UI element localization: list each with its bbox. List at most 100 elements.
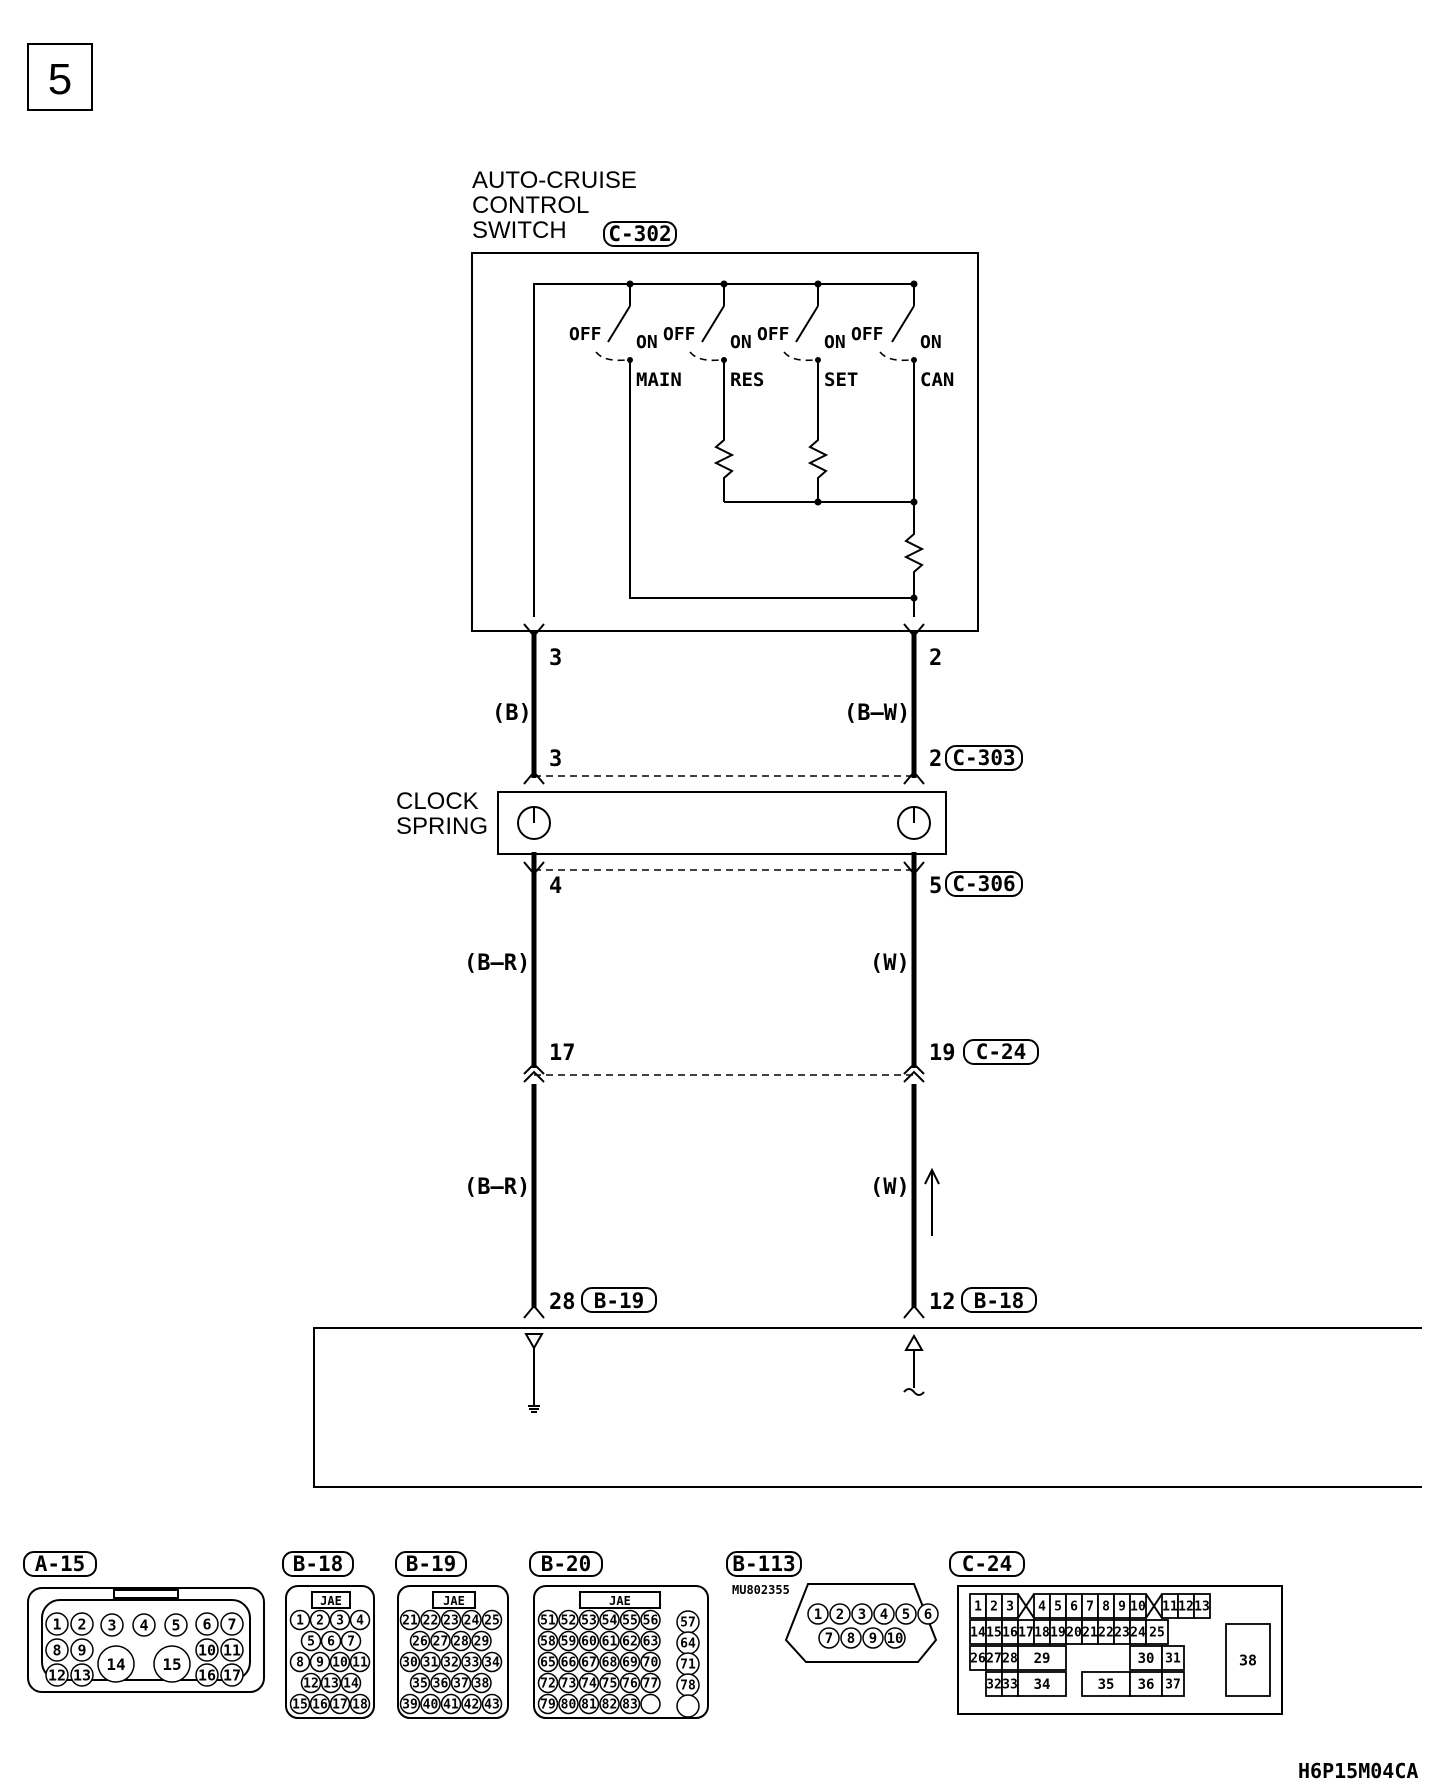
connector-pin-label: 17 <box>223 1666 241 1684</box>
connector-pin <box>599 1693 620 1715</box>
connector-pin <box>420 1693 441 1715</box>
connector-pin-label: 11 <box>352 1656 368 1671</box>
connector-pin <box>619 1630 641 1652</box>
connector-pin-label: 52 <box>561 1614 577 1629</box>
connector-pin-label: 72 <box>540 1677 556 1692</box>
connector-pin-label: 31 <box>423 1656 439 1671</box>
connector-pin <box>164 1613 188 1637</box>
connector-pin <box>97 1645 135 1683</box>
connector-pin <box>578 1693 600 1715</box>
connector-pin-label: 1 <box>296 1614 304 1629</box>
connector-pin-label: 33 <box>1002 1678 1018 1693</box>
connector-pin <box>619 1651 641 1673</box>
connector-dashes <box>534 775 914 1076</box>
connector-pin <box>599 1651 620 1673</box>
on-label-res: ON <box>730 332 752 353</box>
connector-pin-label: 76 <box>622 1677 638 1692</box>
right-pin-switch: 2 <box>929 646 942 671</box>
connector-pin-label: 7 <box>825 1631 833 1647</box>
connector-note-b20: JAE <box>609 1594 631 1608</box>
connector-pin-label: 65 <box>540 1656 556 1671</box>
connector-pin-label: 28 <box>1002 1652 1018 1667</box>
connector-pin-label: 77 <box>643 1677 659 1692</box>
connector-pin-label: 13 <box>1194 1600 1210 1615</box>
connector-pin <box>599 1672 620 1694</box>
connector-pin <box>309 1651 331 1673</box>
connector-pin-label: 15 <box>292 1698 308 1713</box>
connector-cavity <box>1193 1593 1211 1619</box>
connector-pin-label: 32 <box>443 1656 459 1671</box>
connector-pin <box>420 1651 441 1673</box>
left-wire-color-1: (B) <box>492 701 532 726</box>
connector-pin <box>320 1630 342 1652</box>
connector-pin <box>430 1672 451 1694</box>
connector-pin-label: 55 <box>622 1614 638 1629</box>
connector-pin-label: 4 <box>356 1614 364 1629</box>
connector-note-b18: JAE <box>320 1594 342 1608</box>
switch-connector-label: C-302 <box>608 222 671 246</box>
off-label-res: OFF <box>663 324 696 345</box>
connector-pin-label: 26 <box>970 1652 986 1667</box>
connector-pin-label: 1 <box>814 1607 822 1623</box>
left-pin-clock-out: 4 <box>549 874 562 899</box>
right-pin-ecu: 12 <box>929 1290 956 1315</box>
switch-title-line-2: CONTROL <box>472 192 589 219</box>
connector-pin <box>399 1693 421 1715</box>
connector-pin <box>481 1693 503 1715</box>
connector-cavity <box>1017 1645 1067 1671</box>
connector-pin-label: 12 <box>48 1666 66 1684</box>
connector-pin-label: 37 <box>1165 1678 1181 1693</box>
connector-pin <box>409 1672 431 1694</box>
left-ecu-connector-frame <box>581 1287 657 1313</box>
connector-pin <box>640 1651 661 1673</box>
connector-pin <box>45 1612 69 1636</box>
connector-note-b113: MU802355 <box>732 1583 790 1597</box>
connector-pin-label: 26 <box>412 1635 428 1650</box>
connector-pin <box>329 1693 351 1715</box>
connector-cavity <box>1081 1671 1131 1697</box>
c303-connector-label: C-303 <box>952 746 1015 770</box>
main-wires <box>523 623 925 1319</box>
connector-pin-label: 17 <box>332 1698 348 1713</box>
connector-pin <box>70 1663 94 1687</box>
connector-pin-label: 24 <box>464 1614 480 1629</box>
connector-pin <box>70 1638 94 1662</box>
connector-pin-label: 1 <box>52 1615 61 1633</box>
function-main: MAIN <box>636 369 682 391</box>
connector-pin-label: 29 <box>1034 1651 1051 1667</box>
connector-pin-label: 11 <box>223 1641 241 1659</box>
connector-pin-label: 13 <box>73 1666 91 1684</box>
connector-pin <box>558 1672 579 1694</box>
connector-pin-label: 3 <box>858 1607 866 1623</box>
off-label-main: OFF <box>569 324 602 345</box>
connector-pin-label: 24 <box>1130 1626 1146 1641</box>
connector-cavity <box>1001 1593 1019 1619</box>
connector-pin <box>558 1630 579 1652</box>
connector-pin <box>195 1612 219 1636</box>
right-circuit-labels: 2 (B–W) 2 C-303 5 C-306 (W) 19 C-24 (W) … <box>844 646 1039 1315</box>
connector-pin <box>873 1603 895 1625</box>
c303-connector-frame <box>945 745 1023 771</box>
connector-pin <box>420 1609 441 1631</box>
connector-pin <box>558 1609 579 1631</box>
connector-pin <box>440 1651 462 1673</box>
connector-pin <box>862 1627 884 1649</box>
connector-pin <box>578 1609 600 1631</box>
connector-pin-label: 22 <box>423 1614 439 1629</box>
connector-pin <box>619 1672 641 1694</box>
connector-pin <box>45 1638 69 1662</box>
connector-pin <box>440 1693 462 1715</box>
connector-pin <box>640 1630 661 1652</box>
connector-pin-label: 3 <box>1006 1600 1014 1615</box>
connector-pin-label: 43 <box>484 1698 500 1713</box>
connector-pin-label: 34 <box>484 1656 500 1671</box>
connector-pin <box>537 1651 559 1673</box>
connector-cavity <box>1129 1671 1163 1697</box>
connector-pin <box>851 1603 873 1625</box>
connector-pin-label: 23 <box>1114 1626 1130 1641</box>
connector-pin-label: 2 <box>836 1607 844 1623</box>
connector-pin-label: 8 <box>296 1656 304 1671</box>
connector-pin <box>309 1609 331 1631</box>
